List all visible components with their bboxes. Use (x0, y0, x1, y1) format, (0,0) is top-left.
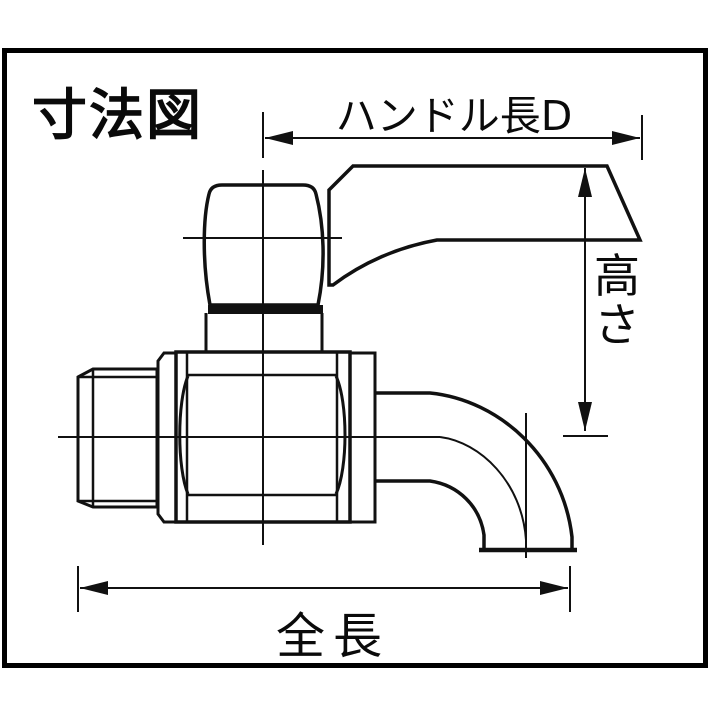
height-dimension-label: 高さ (594, 249, 640, 352)
dim-total-length (77, 566, 571, 612)
page-title: 寸法図 (32, 83, 204, 147)
handle-length-dimension-label: ハンドル長D (335, 92, 573, 140)
spout (375, 391, 577, 553)
dim-height (563, 168, 608, 437)
stem-neck (204, 313, 324, 352)
drawing-frame (2, 48, 708, 668)
ball (178, 375, 347, 495)
total-length-dimension-label: 全長 (276, 608, 391, 665)
dim-handle-length (265, 115, 643, 160)
centerlines (58, 112, 527, 558)
handle-lever (327, 164, 643, 287)
